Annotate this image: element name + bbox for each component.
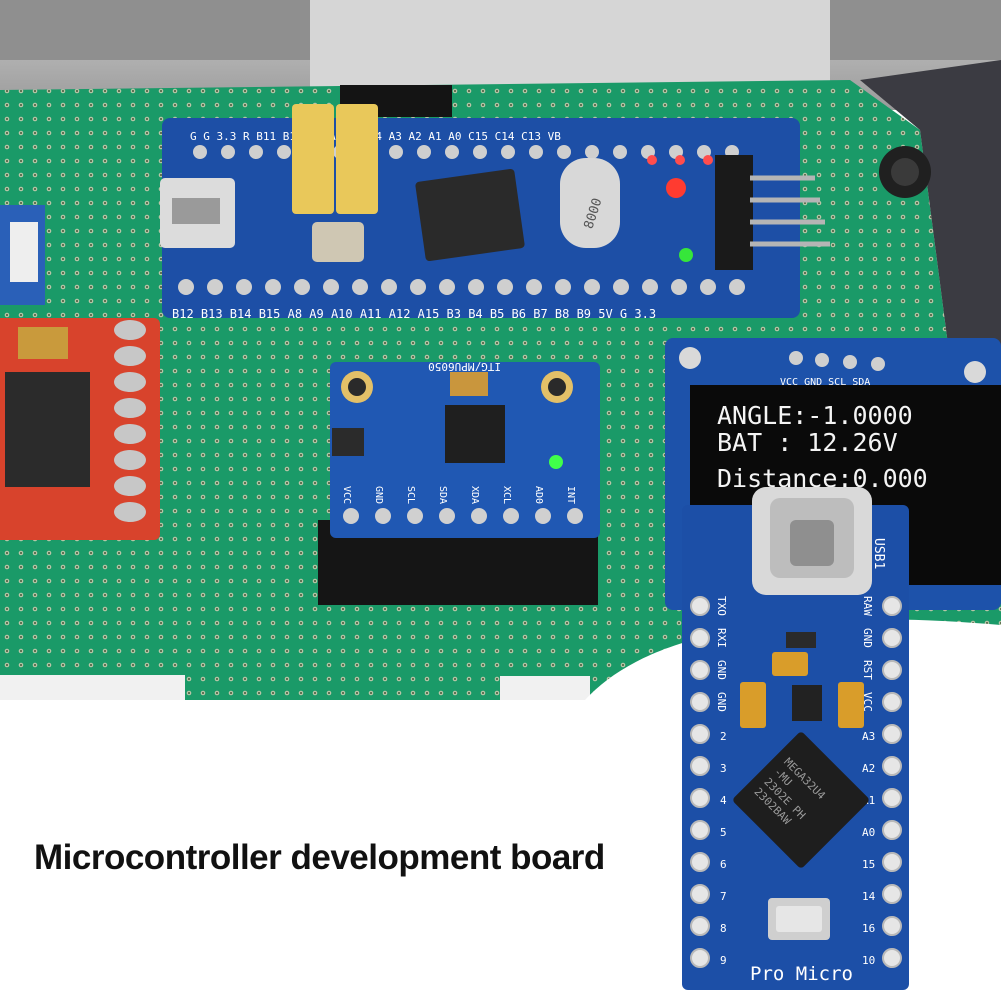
- pin-label-a2: A2: [862, 762, 875, 775]
- pin-label-9: 9: [720, 954, 727, 967]
- stm32-chip: [415, 168, 525, 262]
- pin-label-rst: RST: [861, 660, 874, 680]
- pin-label-6: 6: [720, 858, 727, 871]
- oled-line-angle: ANGLE:-1.0000: [717, 401, 913, 430]
- red-module: [0, 318, 160, 540]
- mpu-pin-vcc: VCC: [341, 486, 352, 504]
- pin-label-8: 8: [720, 922, 727, 935]
- pin-label-2: 2: [720, 730, 727, 743]
- pin-label-5: 5: [720, 826, 727, 839]
- oled-header-pins: VCC GND SCL SDA: [780, 377, 870, 388]
- mpu-pin-xcl: XCL: [501, 486, 512, 504]
- pin-label-3: 3: [720, 762, 727, 775]
- oled-line-battery: BAT : 12.26V: [717, 428, 898, 457]
- pin-label-a3: A3: [862, 730, 875, 743]
- pin-label-vcc: VCC: [861, 692, 874, 712]
- pin-label-4: 4: [720, 794, 727, 807]
- mpu6050-module: ITG/MPU6050 VCC GND SCL SDA XDA XCL AD0 …: [318, 360, 600, 605]
- pin-label-gnd-2: GND: [715, 692, 728, 712]
- pin-label-gnd-r: GND: [861, 628, 874, 648]
- pin-label-a0: A0: [862, 826, 875, 839]
- mpu6050-name: ITG/MPU6050: [428, 360, 501, 373]
- pin-label-gnd-1: GND: [715, 660, 728, 680]
- mpu-pin-int: INT: [565, 486, 576, 504]
- mpu-pin-xda: XDA: [469, 486, 480, 504]
- pin-label-7: 7: [720, 890, 727, 903]
- usb-label: USB1: [871, 538, 886, 569]
- stm32-board: G G 3.3 R B11 B10 A7 A6 A5 A4 A3 A2 A1 A…: [160, 85, 830, 321]
- pin-label-rxi: RXI: [715, 628, 728, 648]
- pin-label-16: 16: [862, 922, 875, 935]
- mpu-pin-ad0: AD0: [533, 486, 544, 504]
- caption-text: Microcontroller development board: [34, 838, 605, 877]
- pin-label-raw: RAW: [861, 596, 874, 616]
- pro-micro-board: USB1 TXO RXI GND GND 2 3 4 5 6 7 8: [682, 487, 909, 990]
- mpu-pin-sda: SDA: [437, 486, 448, 504]
- stm32-bottom-pin-labels: B12 B13 B14 B15 A8 A9 A10 A11 A12 A15 B3…: [172, 307, 656, 321]
- pin-label-10: 10: [862, 954, 875, 967]
- pin-label-15: 15: [862, 858, 875, 871]
- pin-label-14: 14: [862, 890, 876, 903]
- pro-micro-title: Pro Micro: [750, 963, 853, 985]
- mpu-pin-scl: SCL: [405, 486, 416, 504]
- pin-label-txo: TXO: [715, 596, 728, 616]
- atmega32u4-chip: [733, 732, 869, 868]
- mpu-pin-gnd: GND: [373, 486, 384, 504]
